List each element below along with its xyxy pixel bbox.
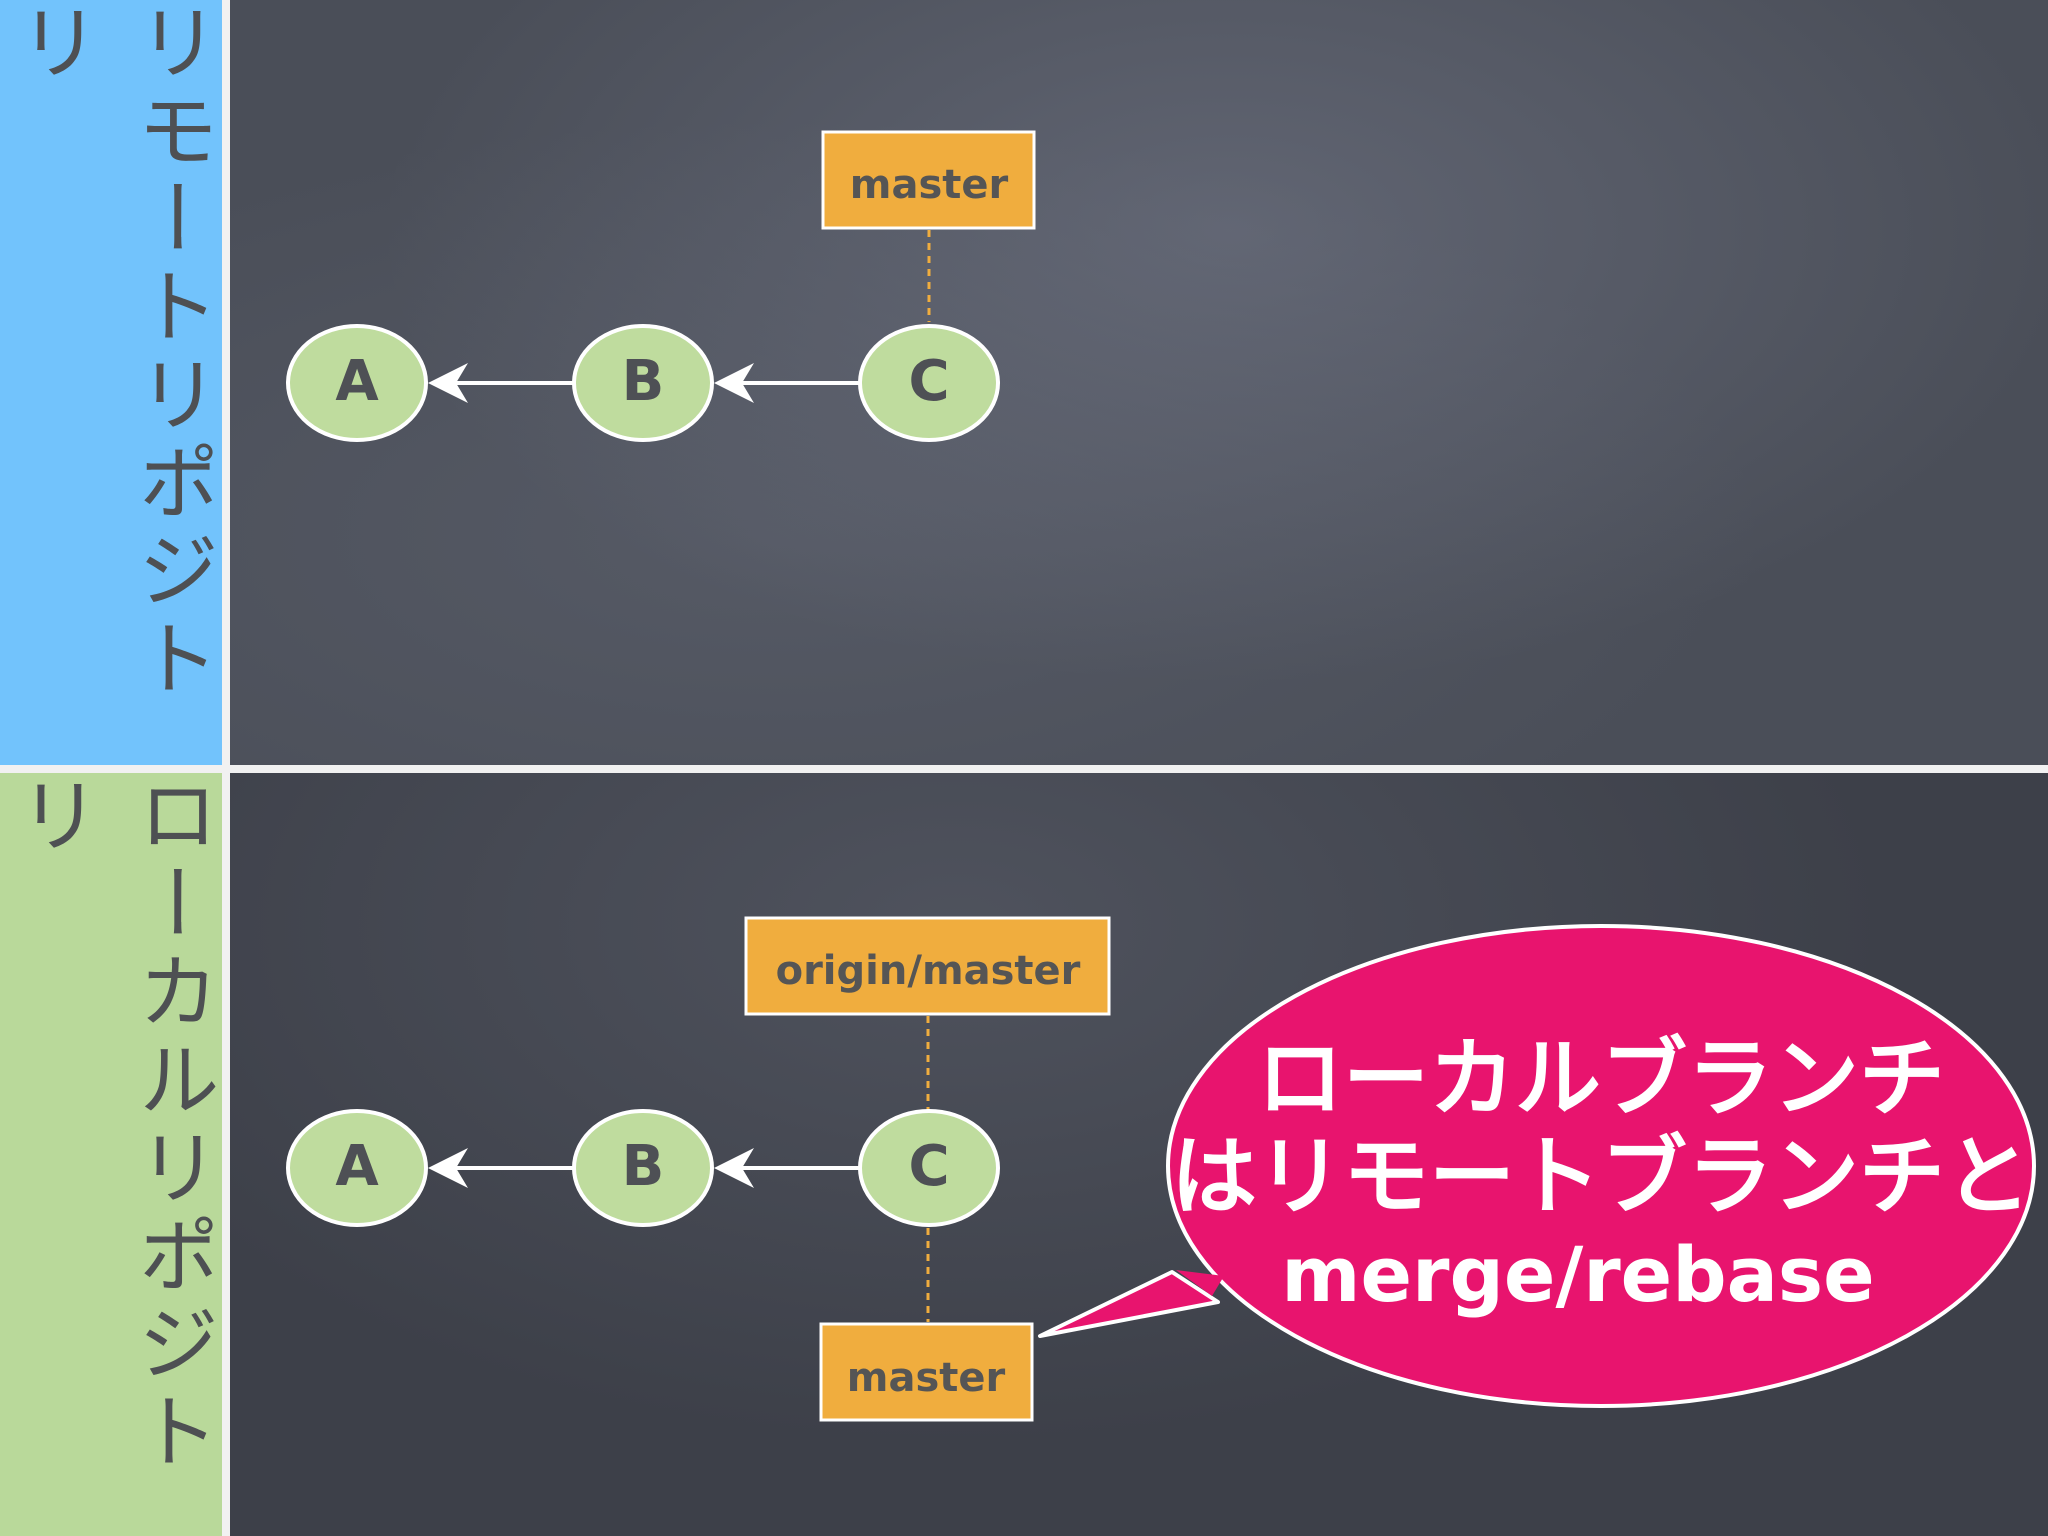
local-commit-c: C [858,1109,1000,1227]
local-origin-master-branch-box: origin/master [744,916,1111,1016]
callout-line-3: merge/rebase [1281,1230,1874,1319]
remote-commit-c-label: C [908,349,949,414]
callout-tail [1038,1270,1220,1338]
remote-repository-band: リモートリポジトリ [0,0,222,765]
callout-body [1166,924,2036,1408]
callout-line-1: ローカルブランチ [1257,1029,1945,1129]
remote-commit-c: C [858,324,1000,442]
remote-master-branch-box: master [821,130,1036,230]
remote-commit-a: A [286,324,428,442]
local-commit-c-label: C [908,1134,949,1199]
remote-repository-label: リモートリポジトリ [4,0,218,704]
callout-line-2: はリモートブランチと [1171,1127,2031,1227]
local-commit-b: B [572,1109,714,1227]
remote-master-branch-label: master [850,162,1009,208]
local-master-branch-label: master [847,1355,1006,1401]
callout-bubble: ローカルブランチ はリモートブランチと merge/rebase [1038,924,2036,1408]
local-repository-label: ローカルリポジトリ [4,773,218,1477]
local-repository-band: ローカルリポジトリ [0,773,222,1536]
remote-commit-a-label: A [335,349,379,414]
local-commit-a: A [286,1109,428,1227]
remote-commit-b: B [572,324,714,442]
local-commit-a-label: A [335,1134,379,1199]
local-origin-master-branch-label: origin/master [776,948,1081,994]
remote-commit-b-label: B [622,349,665,414]
horizontal-divider [0,765,2048,773]
local-master-branch-box: master [819,1322,1034,1422]
local-commit-b-label: B [622,1134,665,1199]
